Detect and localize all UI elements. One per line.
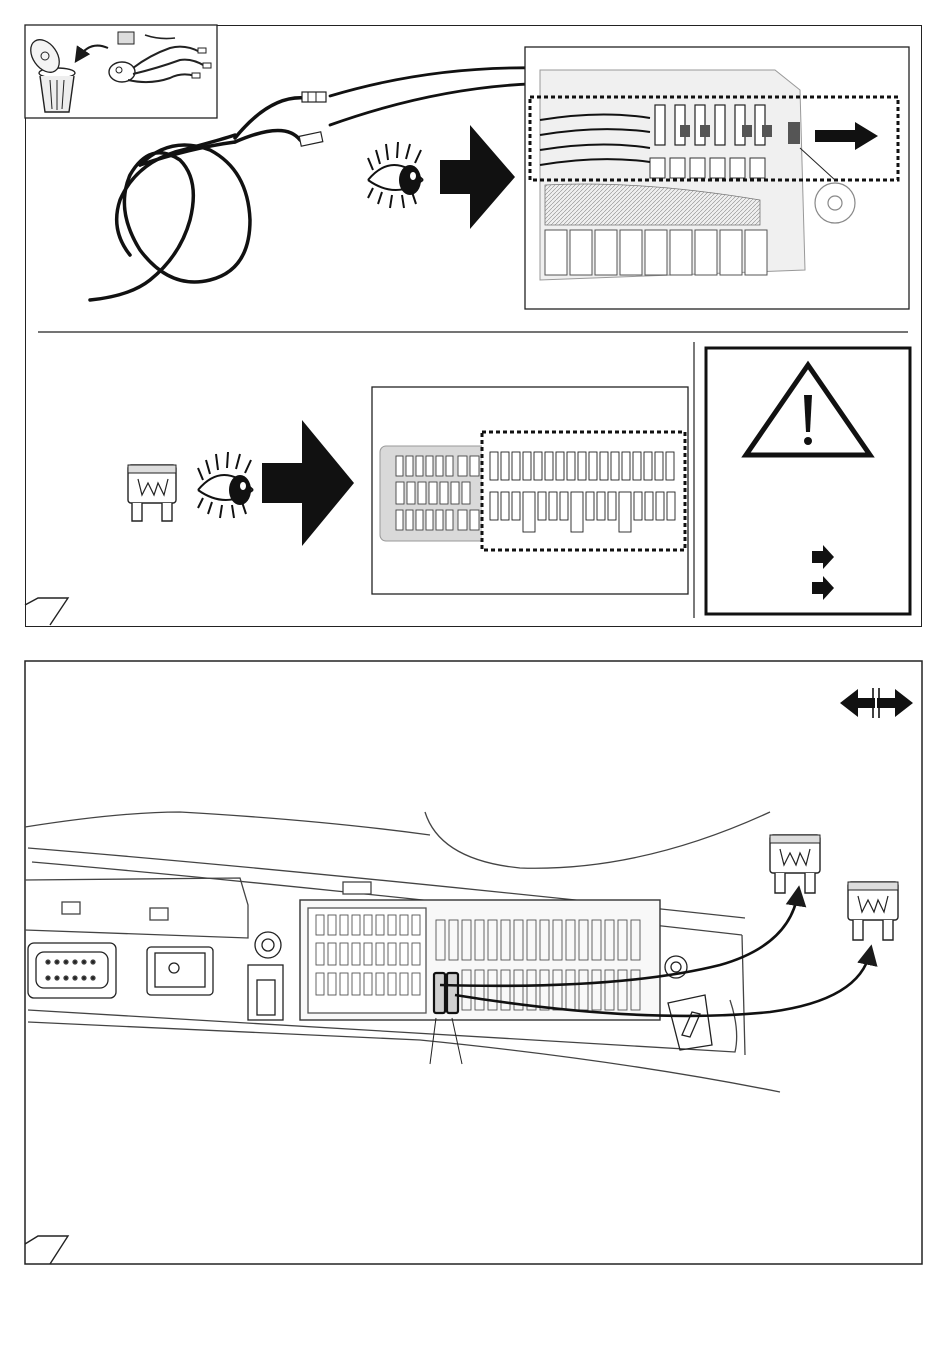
fuse-slot-highlight — [434, 973, 458, 1013]
fuse-panel-diagram — [372, 387, 688, 594]
pointer-line — [452, 1018, 462, 1064]
dashboard-fuse-box-view — [25, 812, 780, 1092]
kit-inset — [25, 25, 217, 118]
mini-fuse-icon — [770, 835, 820, 893]
spade-terminals — [299, 92, 326, 146]
horizontal-double-arrow-icon — [840, 686, 913, 720]
fuse-box-connector-area — [525, 47, 909, 309]
eye-icon — [198, 452, 253, 518]
eye-icon — [368, 142, 423, 208]
arrow-right-icon — [440, 125, 515, 229]
mini-fuse-icon — [128, 465, 176, 521]
arrow-right-icon — [262, 420, 354, 546]
page-corner-mark — [25, 1236, 68, 1264]
mini-fuse-icon — [848, 882, 898, 940]
warning-box — [706, 348, 910, 614]
page-corner-mark — [25, 598, 68, 625]
